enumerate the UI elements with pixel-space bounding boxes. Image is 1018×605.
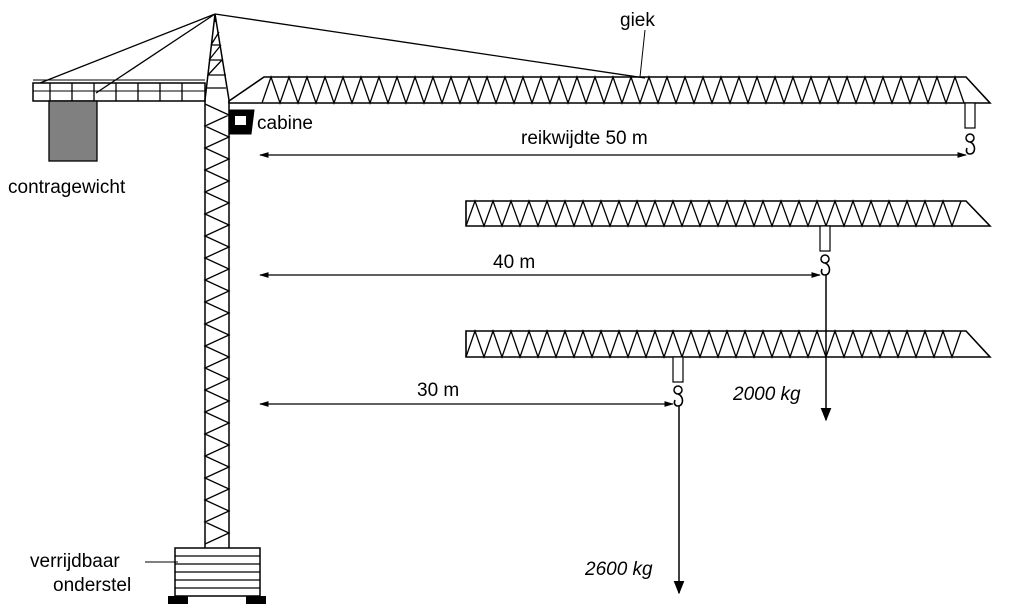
cabin-label: cabine — [257, 113, 313, 134]
undercarriage-label-line2: onderstel — [53, 575, 131, 596]
counter-jib — [32, 13, 216, 102]
cabin — [228, 109, 255, 135]
jib-40m — [465, 199, 992, 422]
tower-mast — [203, 100, 231, 548]
counterweight-label: contragewicht — [8, 177, 126, 198]
undercarriage — [145, 547, 266, 604]
main-jib — [214, 13, 992, 105]
reach-label-50m: reikwijdte 50 m — [521, 128, 648, 149]
undercarriage-label-line1: verrijdbaar — [30, 551, 120, 572]
reach-label-40m: 40 m — [493, 252, 535, 273]
load-label-30m: 2600 kg — [584, 559, 653, 580]
jib-30m — [465, 329, 992, 595]
tower-apex — [204, 13, 230, 101]
hook-50m — [964, 102, 976, 155]
reach-label-30m: 30 m — [417, 380, 459, 401]
load-label-40m: 2000 kg — [732, 384, 801, 405]
counterweight-block — [48, 100, 98, 162]
jib-label: giek — [620, 10, 655, 31]
